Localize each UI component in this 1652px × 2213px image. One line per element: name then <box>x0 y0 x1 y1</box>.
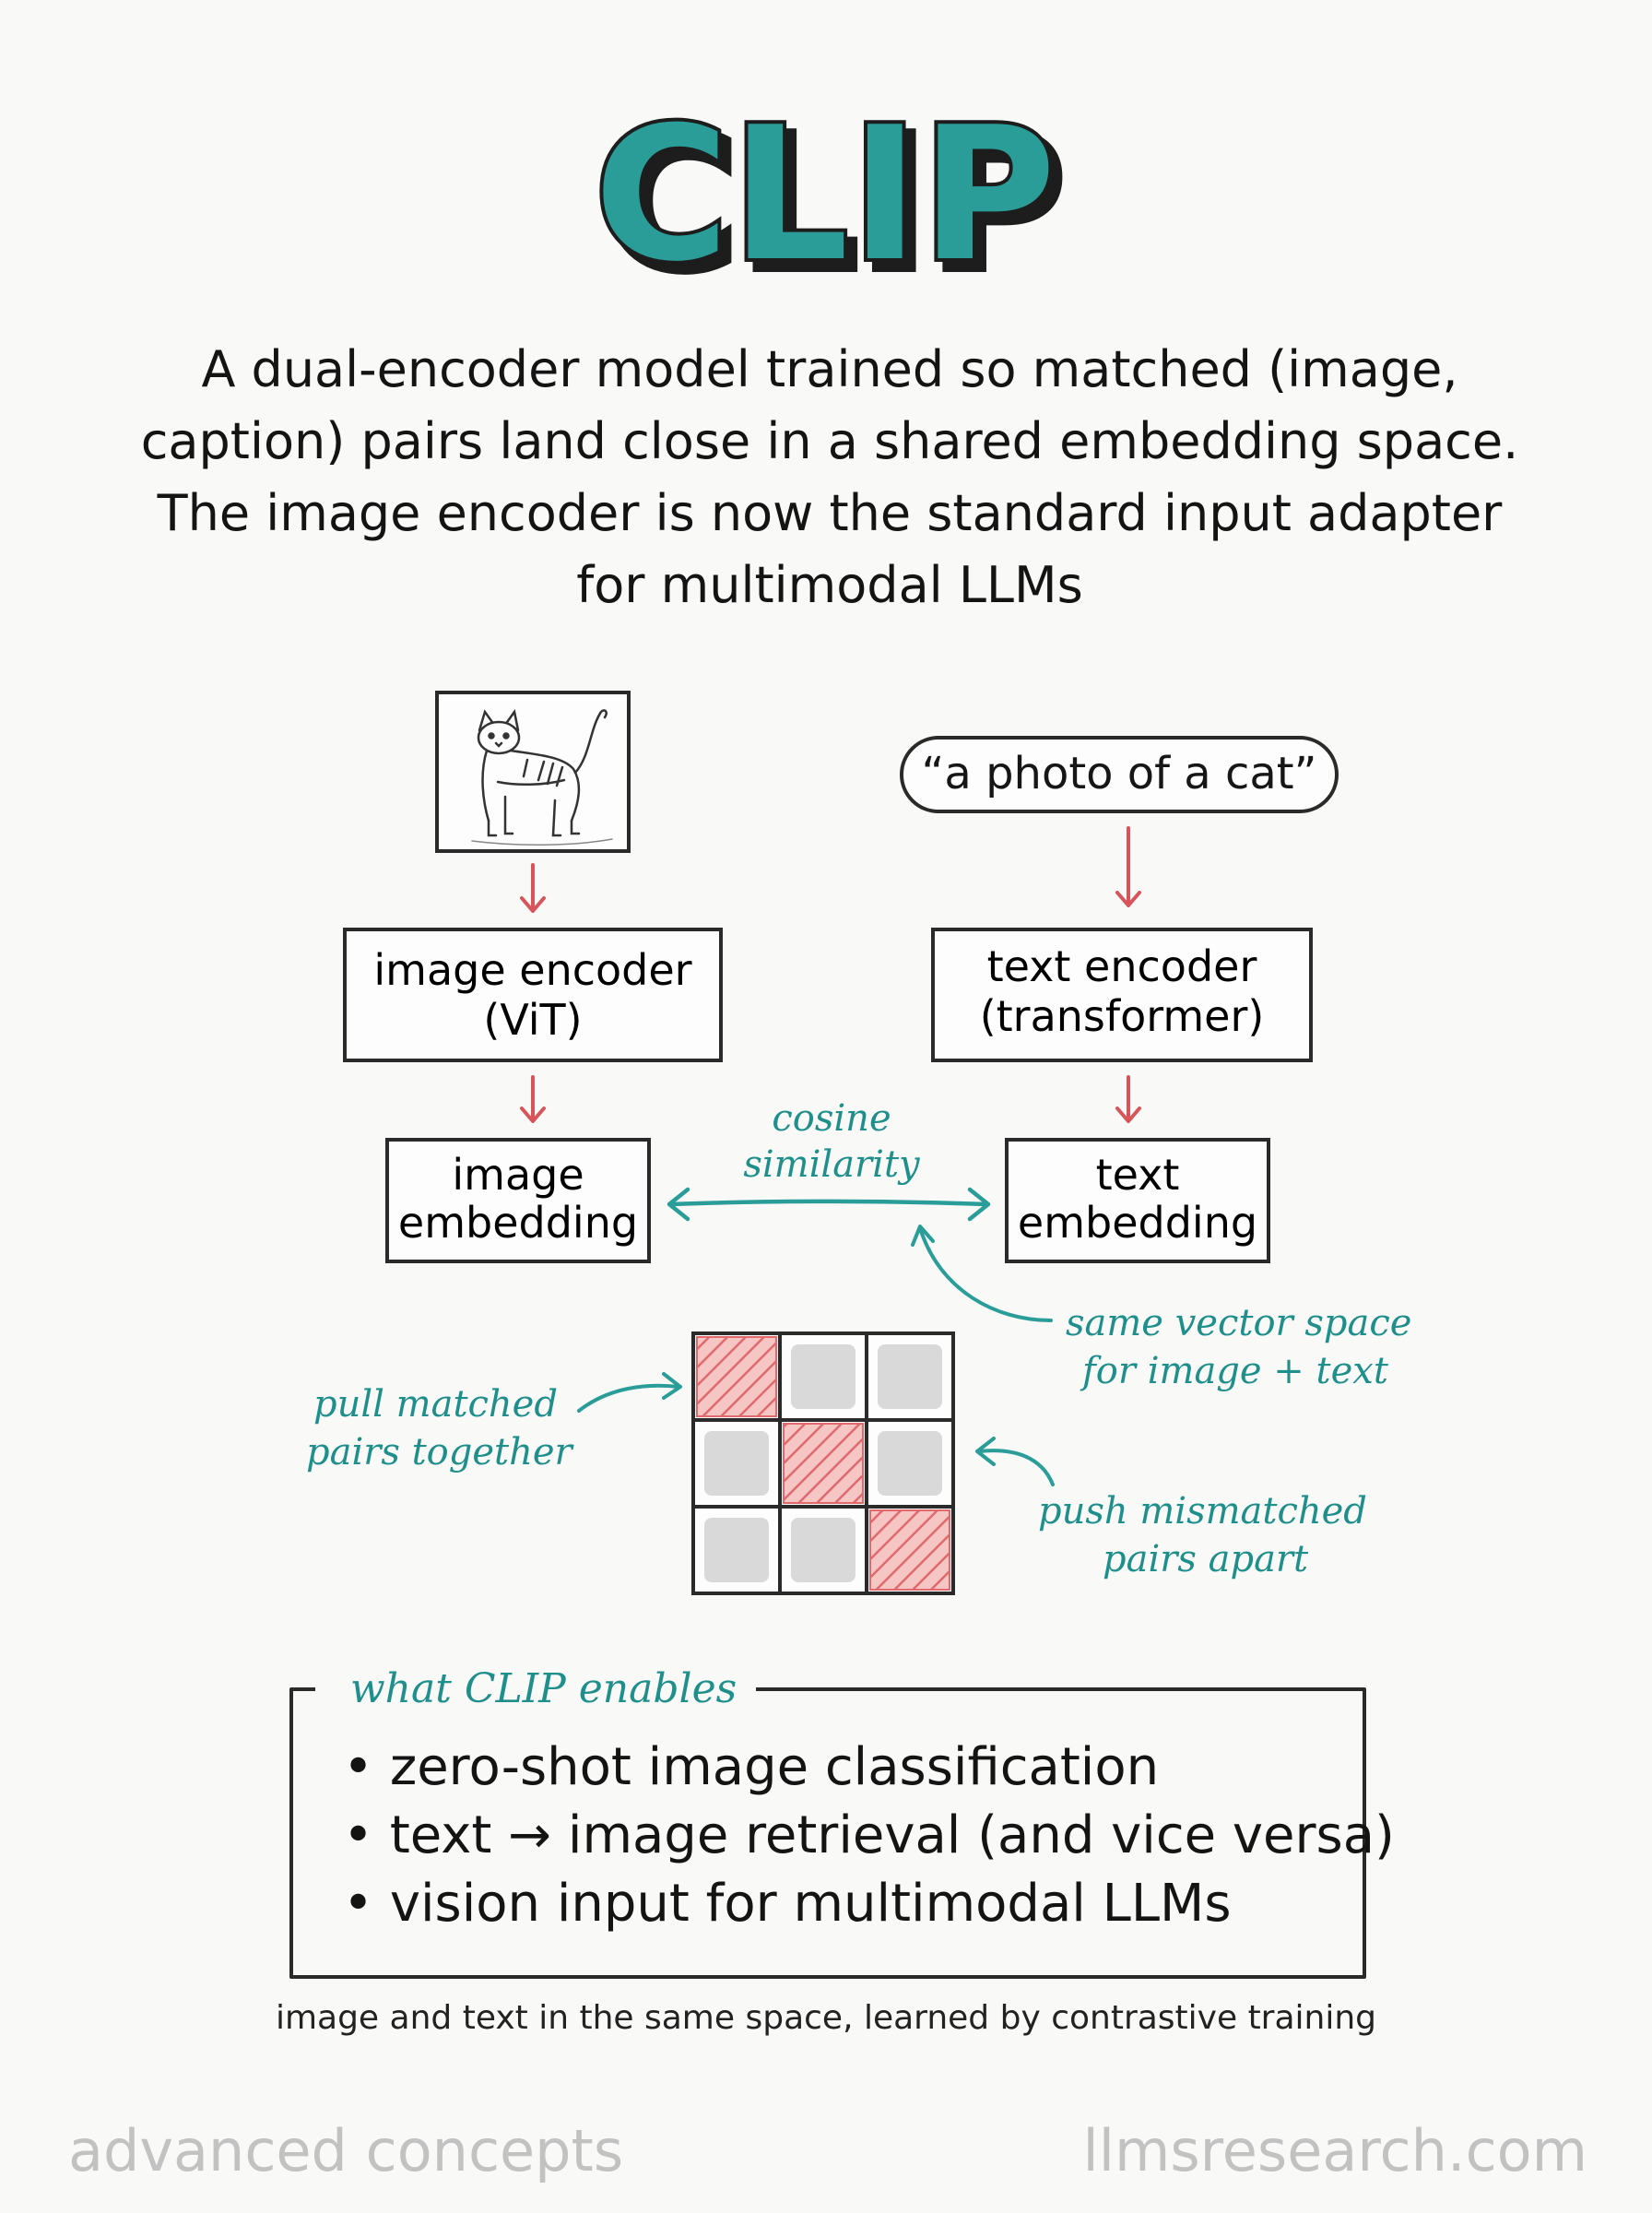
pull-note-line1: pull matched <box>313 1383 558 1426</box>
arrow-image-to-encoder <box>520 863 546 913</box>
cat-sketch-icon <box>471 708 613 846</box>
caption-pill: “a photo of a cat” <box>900 736 1339 813</box>
push-note-line2: pairs apart <box>1103 1538 1309 1580</box>
pull-note-line2: pairs together <box>306 1431 575 1473</box>
push-note-line1: push mismatched <box>1038 1490 1367 1533</box>
similarity-label-line2: similarity <box>743 1143 921 1186</box>
text-embedding-line1: text <box>1096 1150 1180 1200</box>
title-text: CLIP <box>594 88 1057 302</box>
image-encoder-box: image encoder (ViT) <box>343 928 723 1062</box>
arrow-text-encoder-to-embedding <box>1115 1075 1141 1123</box>
text-encoder-line1: text encoder <box>987 941 1257 991</box>
title-shadow: CLIP <box>603 97 1067 312</box>
text-embedding-line2: embedding <box>1018 1198 1257 1248</box>
mismatched-pair-cell <box>878 1431 942 1496</box>
image-embedding-box: image embedding <box>385 1138 651 1263</box>
footer-site: llmsresearch.com <box>1082 2117 1588 2184</box>
image-encoder-line1: image encoder <box>373 945 691 995</box>
mismatched-pair-cell <box>878 1344 942 1409</box>
mismatched-pair-cell <box>791 1518 856 1582</box>
arrow-caption-to-encoder <box>1115 826 1141 907</box>
text-encoder-line2: (transformer) <box>980 991 1265 1041</box>
title-logo: CLIP CLIP <box>590 84 1069 316</box>
mismatched-pair-cell <box>704 1518 769 1582</box>
enables-item: • text → image retrieval (and vice versa… <box>343 1805 1395 1865</box>
matched-pair-cell <box>783 1423 864 1504</box>
enables-item: • zero-shot image classification <box>343 1737 1160 1797</box>
push-pointer <box>975 1437 1055 1486</box>
pull-pointer <box>577 1372 682 1413</box>
matched-pair-cell <box>696 1336 777 1417</box>
enables-item: • vision input for multimodal LLMs <box>343 1874 1232 1934</box>
enables-box: what CLIP enables <box>289 1665 1366 1979</box>
subtitle: A dual-encoder model trained so matched … <box>140 340 1519 614</box>
image-encoder-line2: (ViT) <box>483 995 582 1045</box>
matched-pair-cell <box>869 1509 950 1591</box>
arrow-image-encoder-to-embedding <box>520 1075 546 1123</box>
text-embedding-box: text embedding <box>1005 1138 1270 1263</box>
caption-text: “a photo of a cat” <box>922 748 1317 799</box>
vector-space-pointer <box>911 1225 1053 1322</box>
cat-image <box>435 691 631 853</box>
enables-list: • zero-shot image classification • text … <box>343 1734 1395 1938</box>
image-embedding-line2: embedding <box>398 1198 638 1248</box>
image-embedding-line1: image <box>452 1150 584 1200</box>
vector-space-note-line1: same vector space <box>1066 1302 1411 1344</box>
mismatched-pair-cell <box>704 1431 769 1496</box>
vector-space-note-line2: for image + text <box>1080 1350 1389 1392</box>
mismatched-pair-cell <box>791 1344 856 1409</box>
similarity-matrix <box>691 1331 955 1595</box>
footer-category: advanced concepts <box>68 2117 624 2184</box>
text-encoder-box: text encoder (transformer) <box>931 928 1313 1062</box>
similarity-label-line1: cosine <box>772 1097 891 1140</box>
enables-title: what CLIP enables <box>350 1665 737 1712</box>
flow-arrows <box>520 826 1141 1123</box>
footnote: image and text in the same space, learne… <box>275 1999 1377 2037</box>
similarity-arrow <box>667 1187 991 1222</box>
